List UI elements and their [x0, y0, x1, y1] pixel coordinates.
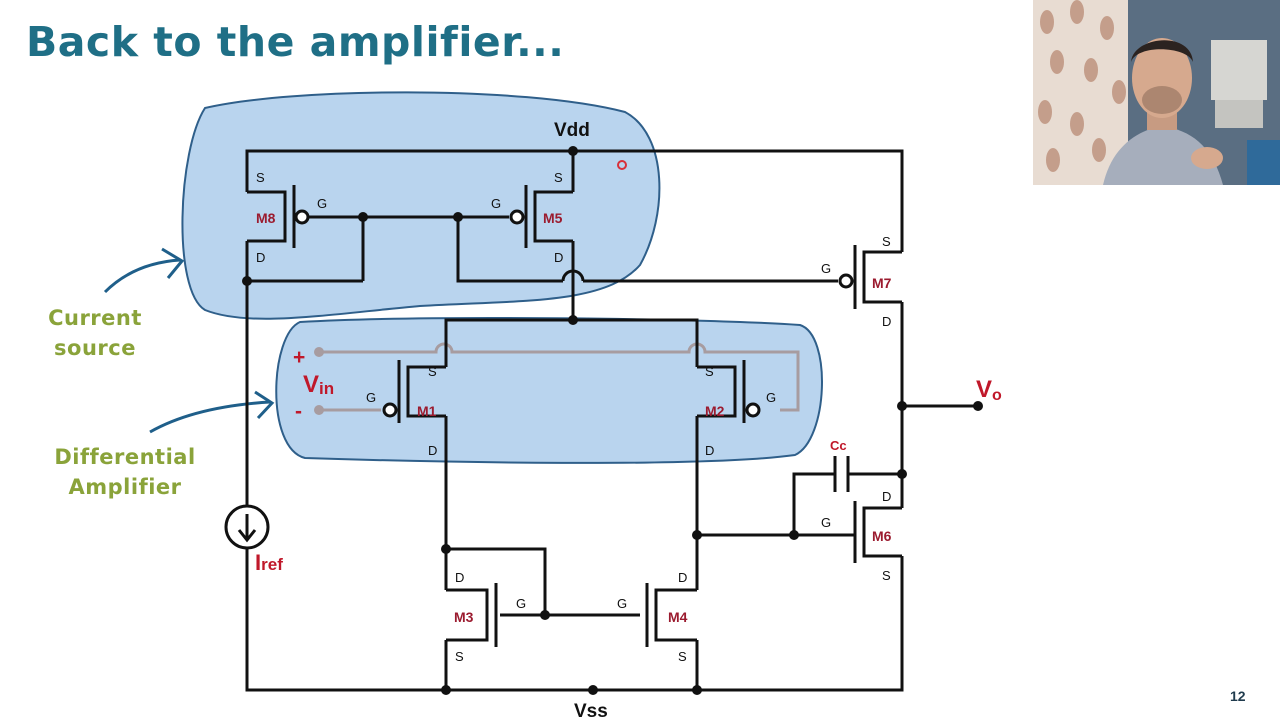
- transistor-label-m7: M7: [872, 275, 892, 291]
- iref-label: Iref: [255, 550, 283, 575]
- current-source-highlight: [181, 91, 661, 320]
- callout-line: Amplifier: [68, 475, 182, 499]
- arrow-current-source: [103, 258, 181, 294]
- vin-wires: [319, 342, 800, 412]
- pin-label: G: [617, 596, 627, 611]
- pin-label: S: [256, 170, 265, 185]
- pin-label: D: [554, 250, 563, 265]
- pin-label: D: [678, 570, 687, 585]
- pin-label: G: [821, 261, 831, 276]
- vin-minus-terminal: [314, 405, 324, 415]
- pin-label: S: [705, 364, 714, 379]
- differential-amplifier-highlight: [275, 317, 823, 464]
- vin-plus-terminal: [314, 347, 324, 357]
- transistor-bodies: [247, 185, 902, 647]
- transistor-label-m4: M4: [668, 609, 688, 625]
- pin-label: S: [678, 649, 687, 664]
- pin-label: D: [428, 443, 437, 458]
- pin-label: D: [705, 443, 714, 458]
- pin-label: S: [882, 234, 891, 249]
- pin-label: S: [428, 364, 437, 379]
- presenter-video-frame: [1033, 0, 1280, 185]
- pin-label: D: [882, 314, 891, 329]
- pin-label: G: [516, 596, 526, 611]
- vss-label: Vss: [574, 701, 608, 720]
- pin-label: G: [766, 390, 776, 405]
- vdd-label: Vdd: [554, 120, 590, 141]
- differential-amplifier-callout: Differential Amplifier: [40, 442, 210, 502]
- slide-number: 12: [1230, 688, 1246, 704]
- transistor-label-m8: M8: [256, 210, 276, 226]
- callout-line: source: [54, 336, 136, 360]
- junction-dots: [242, 146, 983, 695]
- vin-label: Vin: [303, 371, 334, 398]
- callout-line: Current: [48, 306, 142, 330]
- pin-label: G: [821, 515, 831, 530]
- transistor-label-m3: M3: [454, 609, 474, 625]
- pin-label: D: [882, 489, 891, 504]
- vin-minus-sign: -: [295, 400, 302, 423]
- pin-label: G: [366, 390, 376, 405]
- arrow-differential: [149, 400, 271, 434]
- cc-label: Cc: [830, 438, 847, 453]
- transistor-label-m5: M5: [543, 210, 563, 226]
- vo-label: Vo: [976, 376, 1002, 404]
- transistor-label-m6: M6: [872, 528, 892, 544]
- pin-label: G: [317, 196, 327, 211]
- arrow-differential-head: [254, 390, 275, 420]
- pin-label: D: [256, 250, 265, 265]
- callout-line: Differential: [54, 445, 196, 469]
- slide-title: Back to the amplifier...: [26, 18, 565, 66]
- vin-plus-sign: +: [293, 346, 305, 369]
- pin-label: G: [491, 196, 501, 211]
- laser-pointer-dot: [617, 160, 627, 170]
- transistor-label-m1: M1: [417, 403, 437, 419]
- current-source-callout: Current source: [36, 303, 154, 363]
- pin-label: D: [455, 570, 464, 585]
- pin-label: S: [554, 170, 563, 185]
- presenter-webcam: [1033, 0, 1280, 185]
- arrow-current-source-head: [161, 247, 185, 279]
- pin-label: S: [882, 568, 891, 583]
- pin-label: S: [455, 649, 464, 664]
- transistor-label-m2: M2: [705, 403, 725, 419]
